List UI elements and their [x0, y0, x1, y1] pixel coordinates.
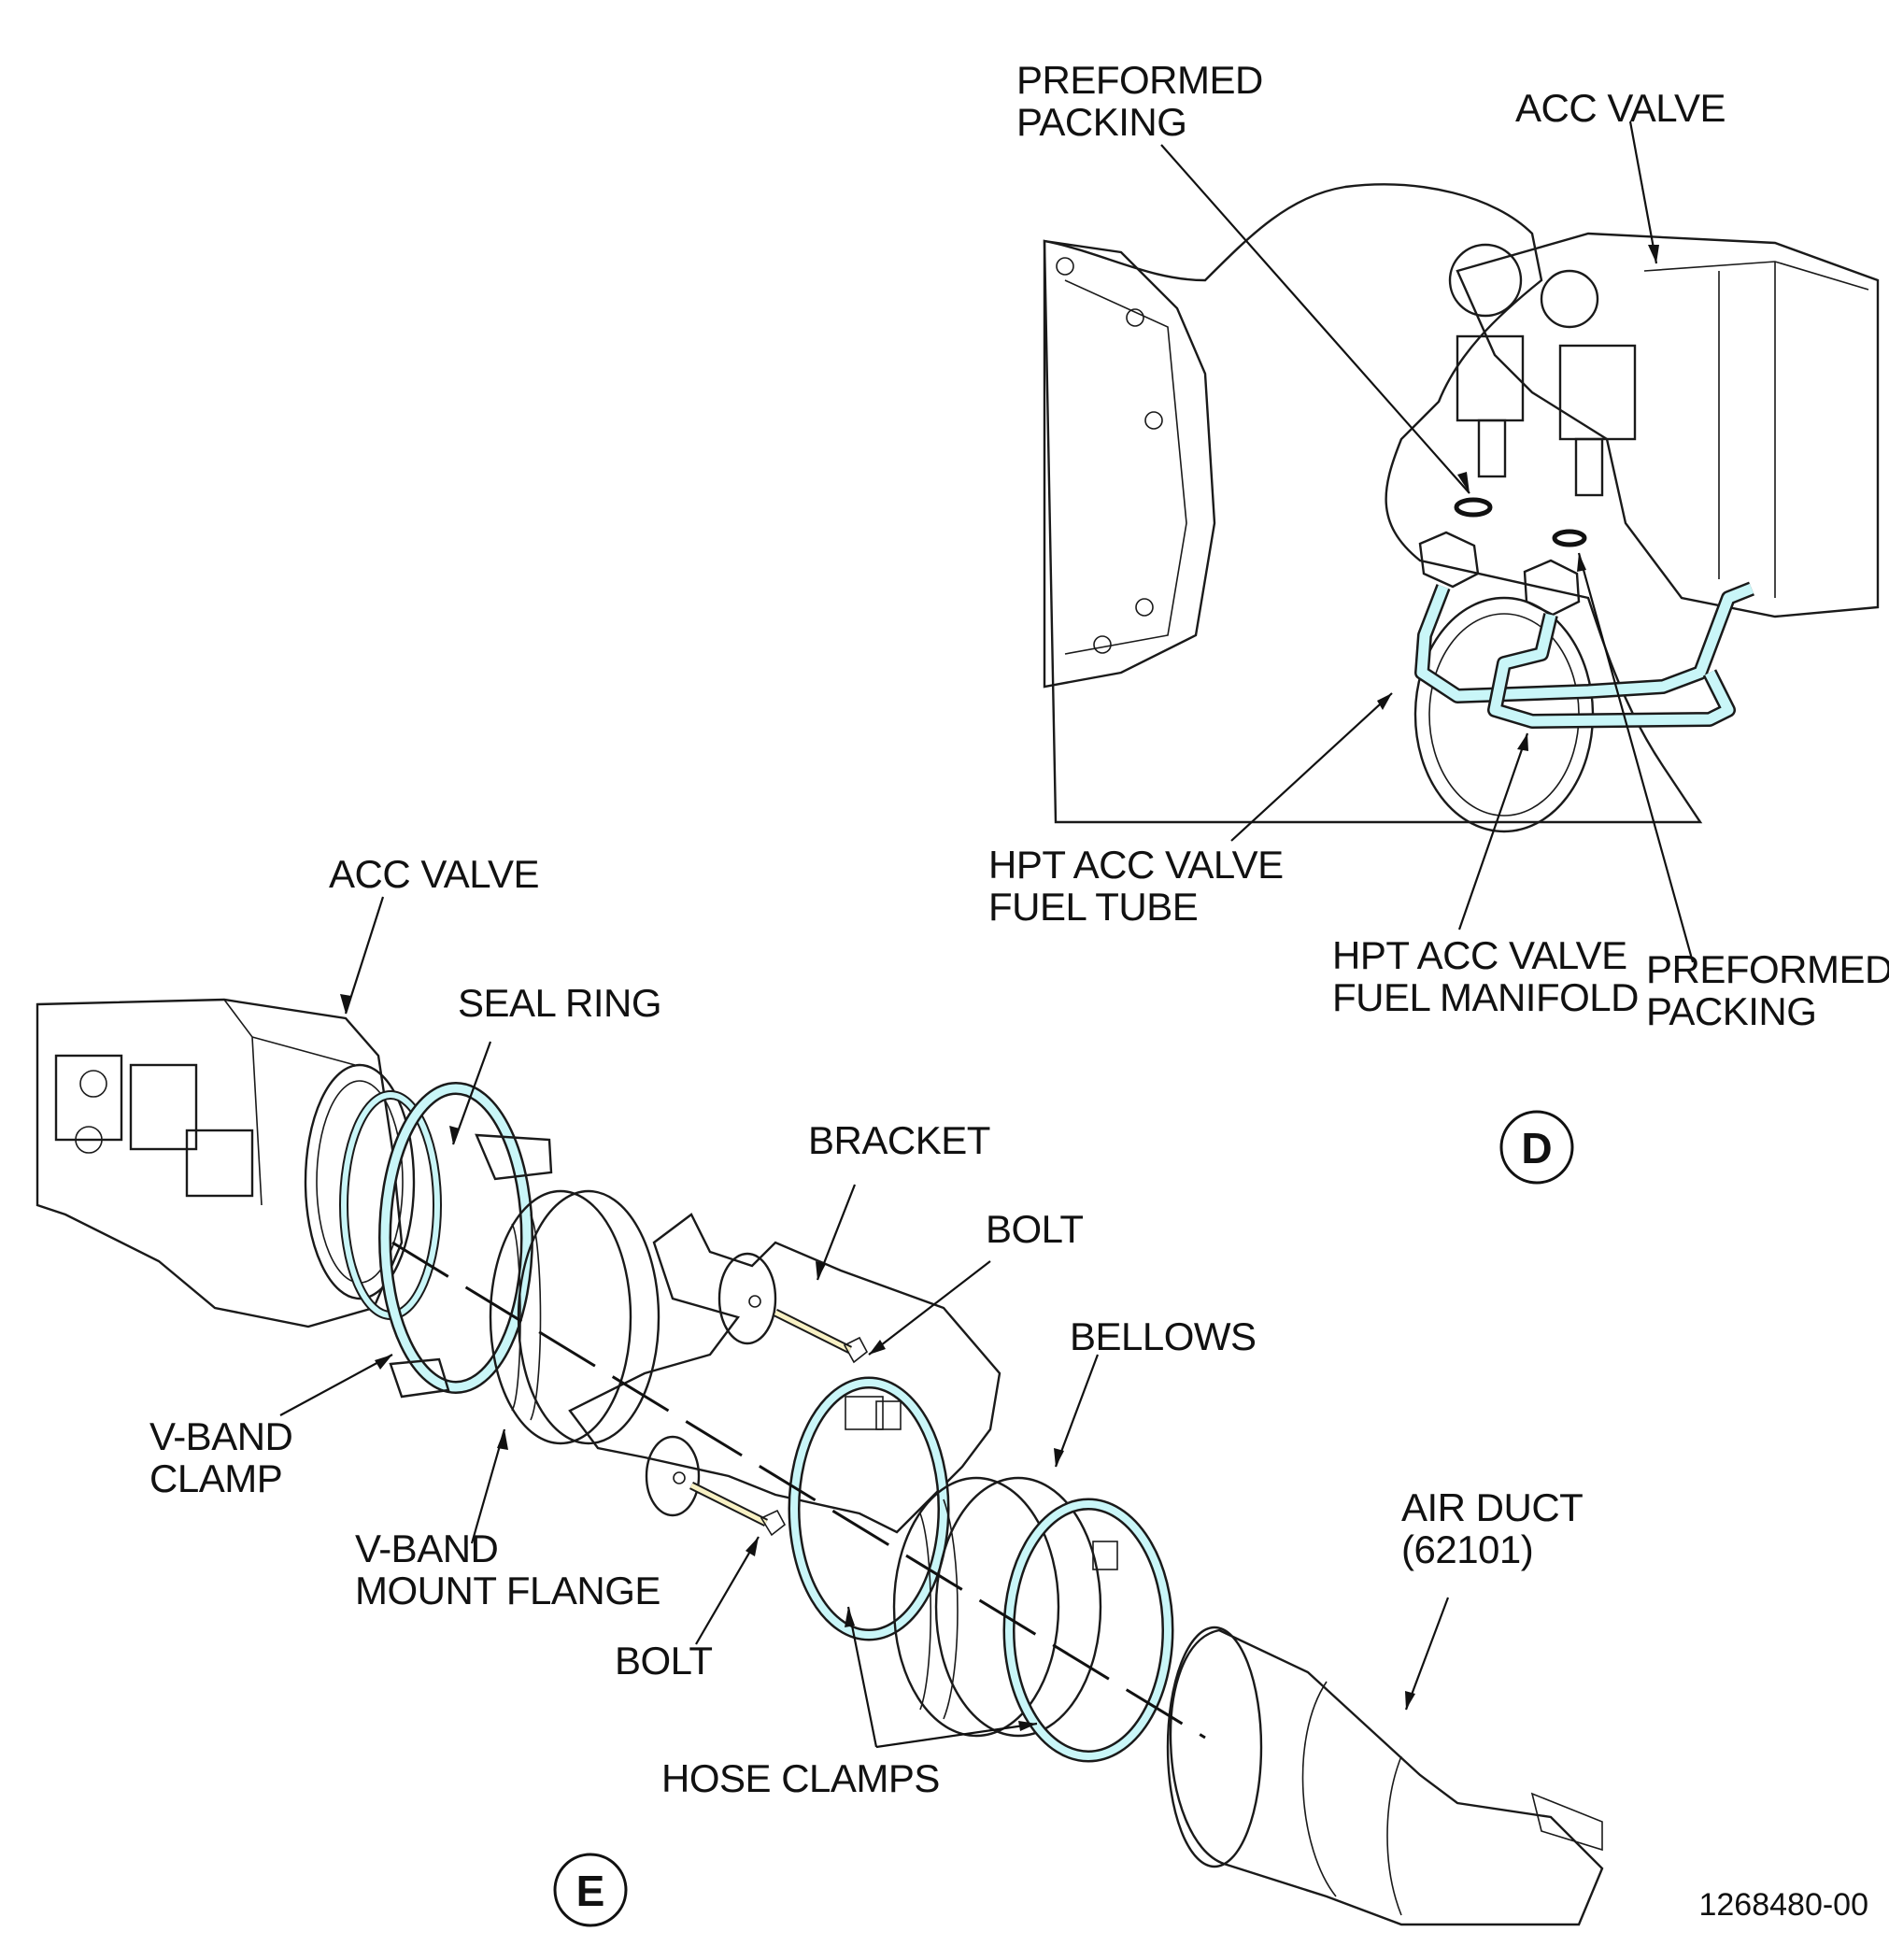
detail-d: PREFORMED PACKING ACC VALVE HPT ACC VALV…: [988, 58, 1889, 1185]
detail-e-air-duct: [1169, 1628, 1604, 1926]
detail-d-badge: [1499, 1110, 1574, 1185]
detail-e: ACC VALVE SEAL RING BRACKET BOLT BELLOWS…: [36, 852, 1604, 1927]
detail-e-label-bolt-upper: BOLT: [986, 1207, 1084, 1251]
detail-d-label-fuel-tube: HPT ACC VALVE FUEL TUBE: [988, 843, 1294, 929]
detail-e-v-band-mount-flange: [489, 1189, 632, 1445]
detail-e-bolt-lower: [689, 1481, 787, 1537]
detail-d-preformed-packing-right: [1552, 529, 1587, 547]
detail-d-label-preformed-packing-bottom: PREFORMED PACKING: [1646, 947, 1889, 1033]
detail-d-flange: [1043, 239, 1216, 689]
detail-d-tube-nut-right: [1523, 559, 1581, 617]
detail-e-label-v-band-clamp: V-BAND CLAMP: [149, 1414, 304, 1500]
detail-e-label-air-duct: AIR DUCT (62101): [1401, 1485, 1593, 1571]
detail-e-label-seal-ring: SEAL RING: [458, 981, 661, 1025]
detail-d-duct: [1043, 183, 1703, 824]
detail-d-label-preformed-packing-top: PREFORMED PACKING: [1016, 58, 1273, 144]
detail-d-acc-valve-body: [1456, 232, 1880, 618]
detail-e-letter: E: [576, 1867, 605, 1915]
detail-e-bellows: [892, 1476, 1060, 1738]
detail-e-label-hose-clamps: HOSE CLAMPS: [661, 1756, 940, 1800]
detail-e-badge: [553, 1853, 628, 1927]
detail-e-label-v-band-mount-flange: V-BAND MOUNT FLANGE: [355, 1527, 660, 1612]
detail-e-label-acc-valve: ACC VALVE: [329, 852, 539, 896]
detail-e-label-bellows: BELLOWS: [1070, 1314, 1257, 1358]
detail-e-label-bolt-lower: BOLT: [615, 1639, 713, 1683]
detail-d-label-acc-valve: ACC VALVE: [1515, 86, 1726, 130]
detail-e-label-bracket: BRACKET: [808, 1118, 990, 1162]
figure-number: 1268480-00: [1698, 1887, 1868, 1923]
detail-d-label-fuel-manifold: HPT ACC VALVE FUEL MANIFOLD: [1332, 933, 1639, 1019]
detail-d-letter: D: [1521, 1124, 1552, 1172]
detail-d-preformed-packing-left: [1454, 497, 1493, 518]
detail-e-bracket: [568, 1213, 1001, 1534]
detail-d-tube-nut-left: [1418, 531, 1480, 589]
detail-e-bolt-upper: [773, 1308, 869, 1364]
